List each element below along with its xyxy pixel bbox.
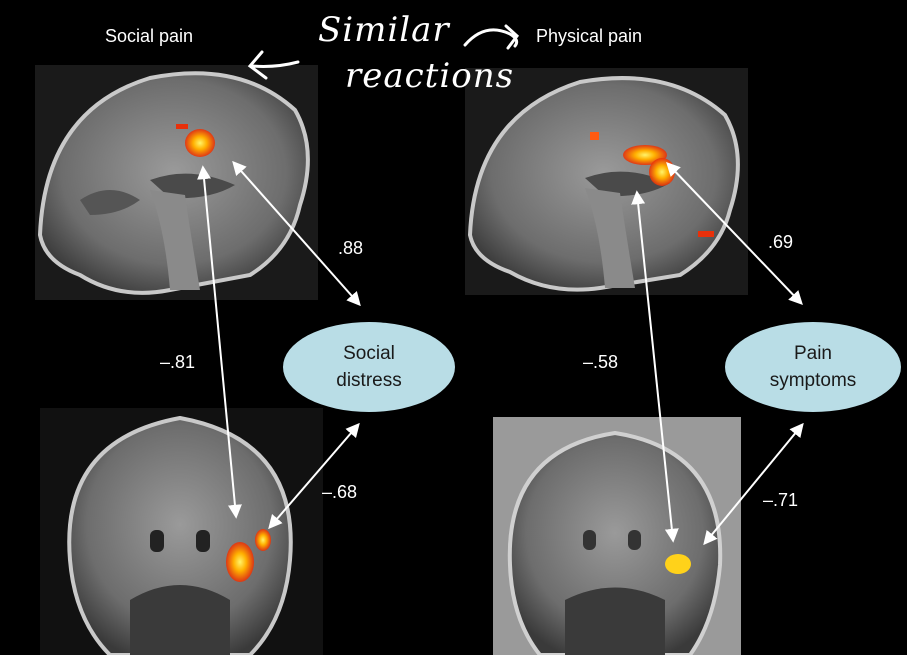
arrow-social-bottom	[268, 422, 360, 530]
arrow-physical-bottom	[703, 422, 804, 546]
coronal-scan-social	[40, 408, 323, 655]
corr-physical-vertical: –.58	[583, 352, 619, 372]
arrow-physical-vertical	[631, 190, 679, 543]
handwritten-left-arrow	[247, 50, 300, 80]
oval-pain-symptoms-label: Pain symptoms	[769, 343, 857, 391]
corr-social-top: .88	[338, 238, 364, 258]
arrow-social-top	[232, 160, 361, 307]
oval-pain-symptoms: Pain symptoms	[725, 322, 901, 412]
sagittal-scan-social	[35, 65, 318, 300]
arrow-social-vertical	[197, 165, 242, 519]
corr-physical-top: .69	[768, 232, 794, 252]
sagittal-scan-physical	[465, 68, 748, 295]
corr-social-vertical: –.81	[160, 352, 196, 372]
handwritten-right-arrow	[463, 24, 520, 50]
corr-social-bottom: –.68	[322, 482, 358, 502]
annotation-reactions: reactions	[345, 56, 515, 96]
corr-physical-bottom: –.71	[763, 490, 799, 510]
heading-social-pain: Social pain	[105, 26, 194, 46]
annotation-similar: Similar	[318, 10, 450, 50]
coronal-scan-physical	[493, 417, 741, 655]
arrow-physical-top	[666, 161, 803, 306]
oval-social-distress: Social distress	[283, 322, 455, 412]
heading-physical-pain: Physical pain	[536, 26, 643, 46]
oval-social-distress-label: Social distress	[336, 343, 402, 391]
